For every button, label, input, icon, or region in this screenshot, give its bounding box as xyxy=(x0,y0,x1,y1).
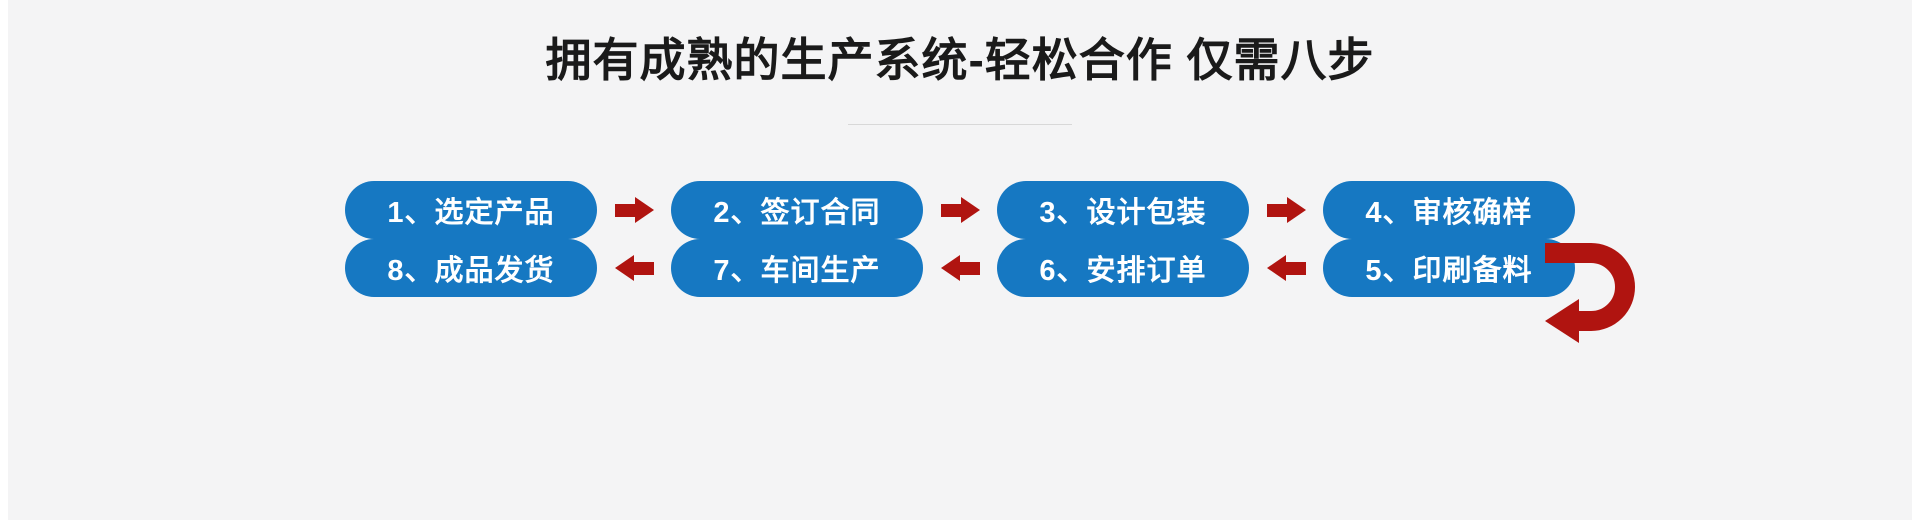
u-turn-arrow-icon xyxy=(1545,243,1635,343)
step-pill-3: 3、设计包装 xyxy=(997,181,1249,239)
process-section: 拥有成熟的生产系统-轻松合作 仅需八步 1、选定产品 2、签订合同 3、设计包装… xyxy=(8,0,1912,520)
arrow-bar xyxy=(614,203,635,217)
step-pill-8: 8、成品发货 xyxy=(345,239,597,297)
section-title: 拥有成熟的生产系统-轻松合作 仅需八步 xyxy=(545,34,1375,86)
arrow-bar xyxy=(633,261,654,275)
arrow-head xyxy=(1266,255,1286,281)
arrow-head xyxy=(1286,197,1306,223)
arrow-left-icon xyxy=(1266,255,1306,281)
arrow-left-icon xyxy=(940,255,980,281)
arrow-right-icon xyxy=(940,197,980,223)
arrow-bar xyxy=(1266,203,1287,217)
step-pill-1: 1、选定产品 xyxy=(345,181,597,239)
arrow-head xyxy=(940,255,960,281)
step-pill-2: 2、签订合同 xyxy=(671,181,923,239)
step-pill-6: 6、安排订单 xyxy=(997,239,1249,297)
arrow-head xyxy=(634,197,654,223)
arrow-head xyxy=(960,197,980,223)
arrow-left-icon xyxy=(614,255,654,281)
flow-row-bottom: 8、成品发货 7、车间生产 6、安排订单 5、印刷备料 xyxy=(345,239,1575,297)
step-pill-5: 5、印刷备料 xyxy=(1323,239,1575,297)
step-pill-4: 4、审核确样 xyxy=(1323,181,1575,239)
step-pill-7: 7、车间生产 xyxy=(671,239,923,297)
arrow-bar xyxy=(940,203,961,217)
process-flow: 1、选定产品 2、签订合同 3、设计包装 4、审核确样 8、成品发货 7、车间生… xyxy=(345,181,1635,343)
arrow-right-icon xyxy=(614,197,654,223)
arrow-bar xyxy=(1285,261,1306,275)
title-divider xyxy=(848,124,1072,125)
arrow-head xyxy=(614,255,634,281)
arrow-bar xyxy=(959,261,980,275)
arrow-right-icon xyxy=(1266,197,1306,223)
flow-row-top: 1、选定产品 2、签订合同 3、设计包装 4、审核确样 xyxy=(345,181,1575,239)
